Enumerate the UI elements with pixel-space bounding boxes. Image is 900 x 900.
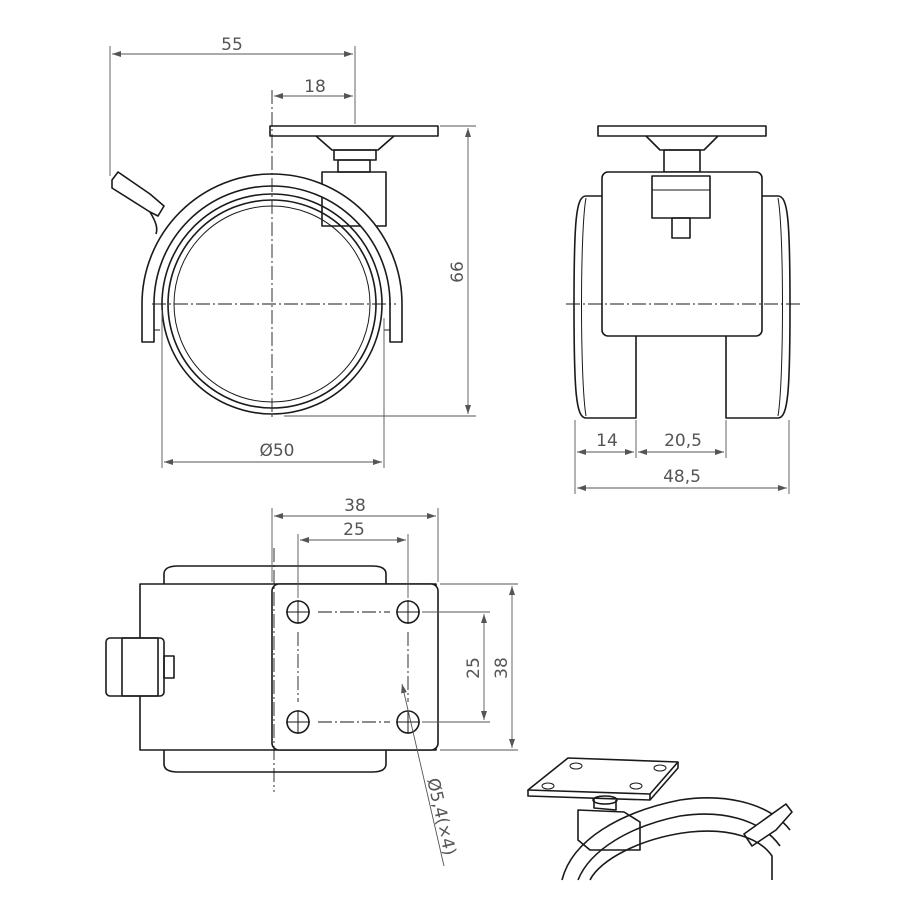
mounting-plate bbox=[271, 583, 439, 751]
front-body bbox=[601, 171, 763, 337]
dim-wheel-width: 14 bbox=[596, 431, 618, 451]
side-top-plate bbox=[269, 125, 439, 137]
dim-wheel-diameter: Ø50 bbox=[259, 441, 294, 461]
brake-pedal bbox=[111, 171, 165, 217]
iso-brake-pedal bbox=[743, 803, 793, 847]
top-brake-lever bbox=[105, 637, 165, 697]
iso-stem bbox=[577, 809, 641, 851]
front-left-wheel bbox=[573, 195, 637, 419]
mounting-hole-top-right bbox=[396, 600, 420, 624]
dim-hole-note: Ø5,4(×4) bbox=[422, 776, 459, 857]
wheel-housing bbox=[141, 173, 403, 343]
dim-overall-width: 48,5 bbox=[663, 467, 701, 487]
top-view bbox=[105, 548, 439, 792]
dim-gap: 20,5 bbox=[664, 431, 702, 451]
front-view bbox=[566, 125, 800, 419]
mounting-hole-top-left bbox=[286, 600, 310, 624]
side-view-dimensions: 55 18 66 Ø50 bbox=[109, 35, 476, 468]
dim-hole-spacing-y: 25 bbox=[464, 657, 484, 679]
side-stem-block bbox=[321, 171, 387, 227]
dim-plate-width: 38 bbox=[344, 496, 366, 516]
front-right-wheel bbox=[725, 195, 791, 419]
mounting-hole-bottom-left bbox=[286, 710, 310, 734]
dim-height: 66 bbox=[448, 261, 468, 283]
dim-plate-offset: 18 bbox=[304, 77, 326, 97]
dim-overall-offset: 55 bbox=[221, 35, 243, 55]
caster-isometric-icon bbox=[527, 757, 793, 881]
dim-hole-spacing-x: 25 bbox=[343, 520, 365, 540]
dim-plate-height: 38 bbox=[492, 657, 512, 679]
front-view-dimensions: 14 20,5 48,5 bbox=[574, 420, 790, 494]
side-view bbox=[111, 90, 439, 420]
side-plate-boss bbox=[315, 135, 395, 151]
front-top-plate bbox=[597, 125, 767, 137]
